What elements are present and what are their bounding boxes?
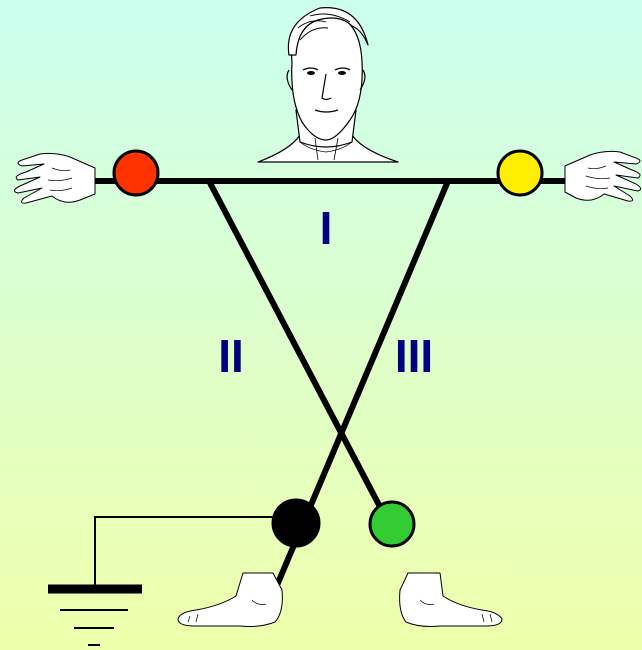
left-foot-icon bbox=[399, 572, 503, 627]
ground-symbol-icon bbox=[48, 516, 296, 646]
left-hand-icon bbox=[564, 150, 642, 202]
lead-i-label: I bbox=[320, 202, 333, 254]
right-leg-ground-electrode bbox=[271, 498, 321, 548]
left-leg-electrode bbox=[368, 500, 416, 548]
lead-iii-label: III bbox=[395, 330, 433, 382]
right-foot-icon bbox=[177, 572, 283, 627]
right-arm-electrode bbox=[112, 149, 160, 197]
head-icon bbox=[257, 7, 399, 163]
left-arm-electrode bbox=[496, 149, 544, 197]
lead-ii-wire bbox=[206, 179, 403, 547]
right-hand-icon bbox=[14, 152, 96, 204]
lead-ii-label: II bbox=[218, 330, 244, 382]
